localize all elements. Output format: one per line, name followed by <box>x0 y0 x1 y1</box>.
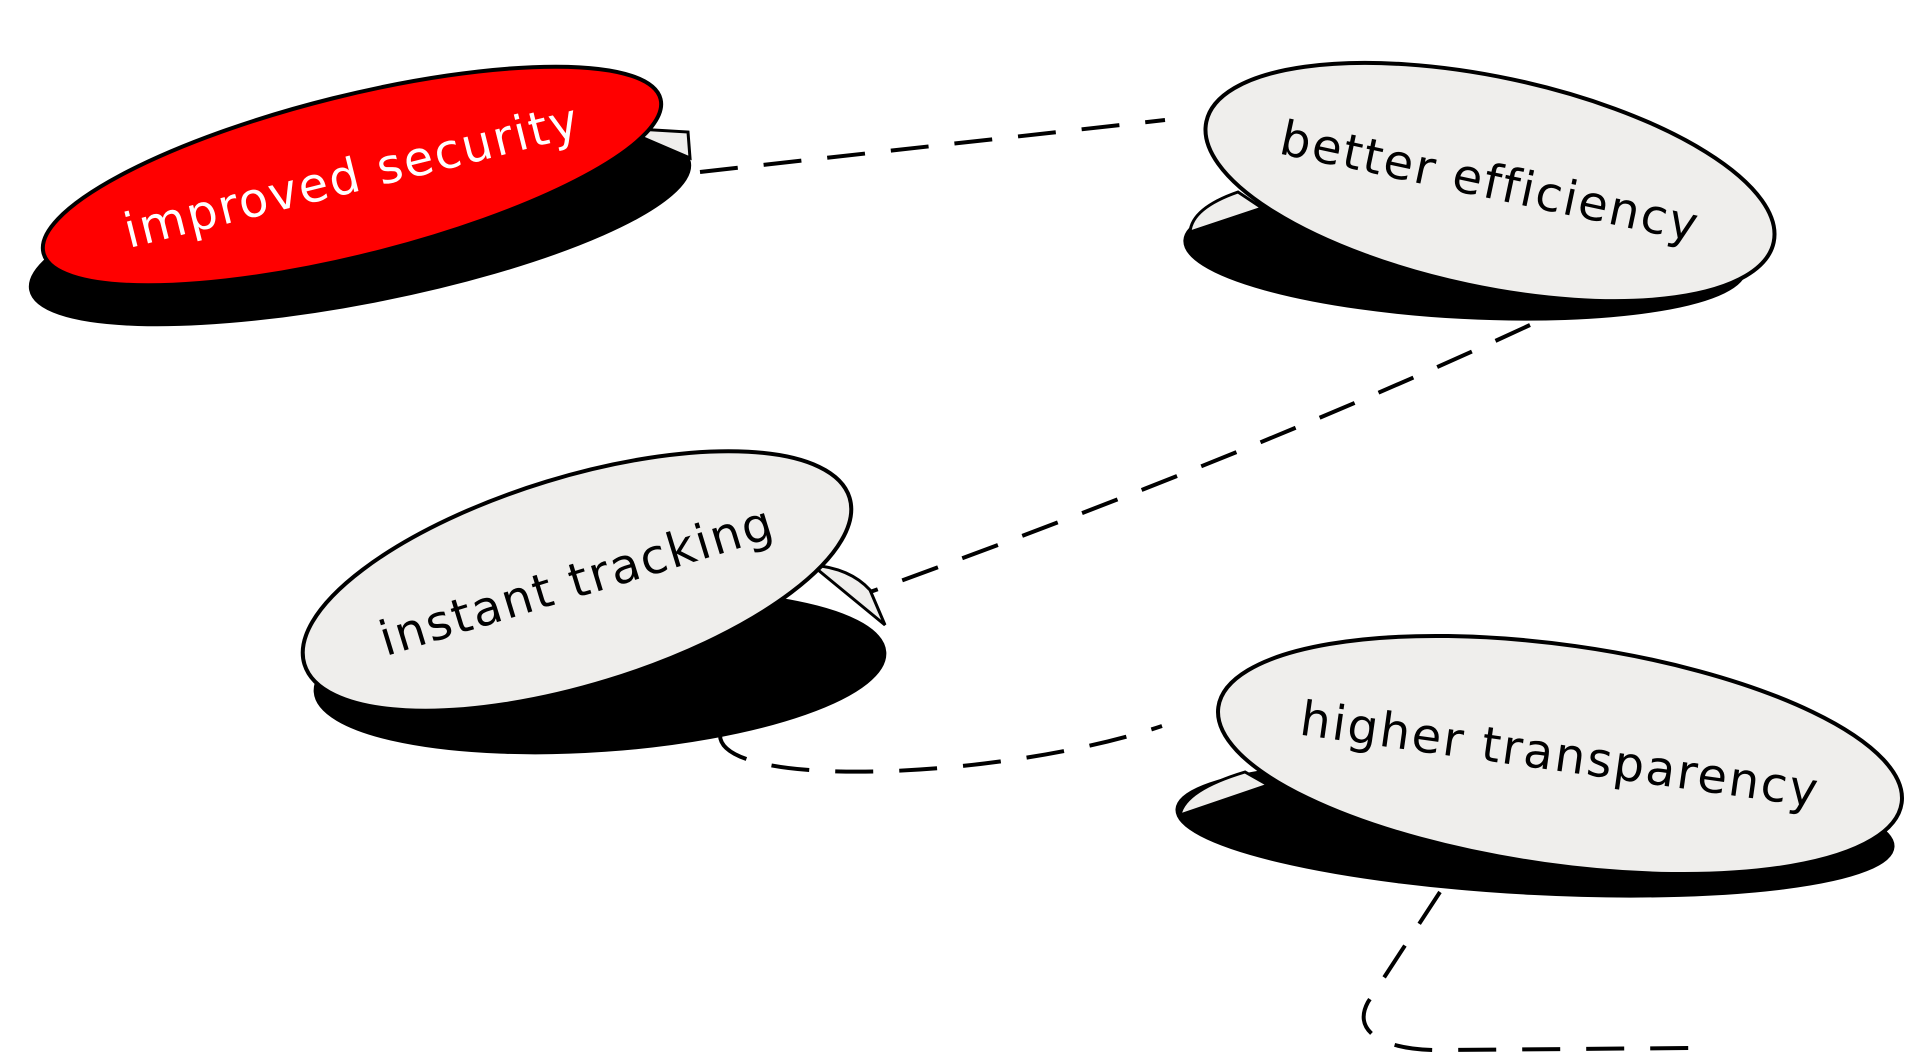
node-pill <box>1203 60 1777 304</box>
node-pill <box>1216 633 1904 877</box>
connector-tracking-transparency <box>718 724 1163 774</box>
node-better-efficiency: better efficiency <box>1183 60 1777 321</box>
node-instant-tracking: instant tracking <box>300 449 887 755</box>
node-higher-transparency: higher transparency <box>1175 633 1904 898</box>
node-pill <box>40 64 664 288</box>
node-pill <box>300 449 854 713</box>
node-shadow-highlight <box>1178 770 1272 818</box>
connector-transparency-offscreen <box>1361 890 1691 1052</box>
node-shadow-highlight <box>1188 190 1266 235</box>
node-improved-security: improved security <box>28 64 692 327</box>
connector-efficiency-tracking <box>869 323 1531 594</box>
connector-security-efficiency <box>699 118 1166 174</box>
